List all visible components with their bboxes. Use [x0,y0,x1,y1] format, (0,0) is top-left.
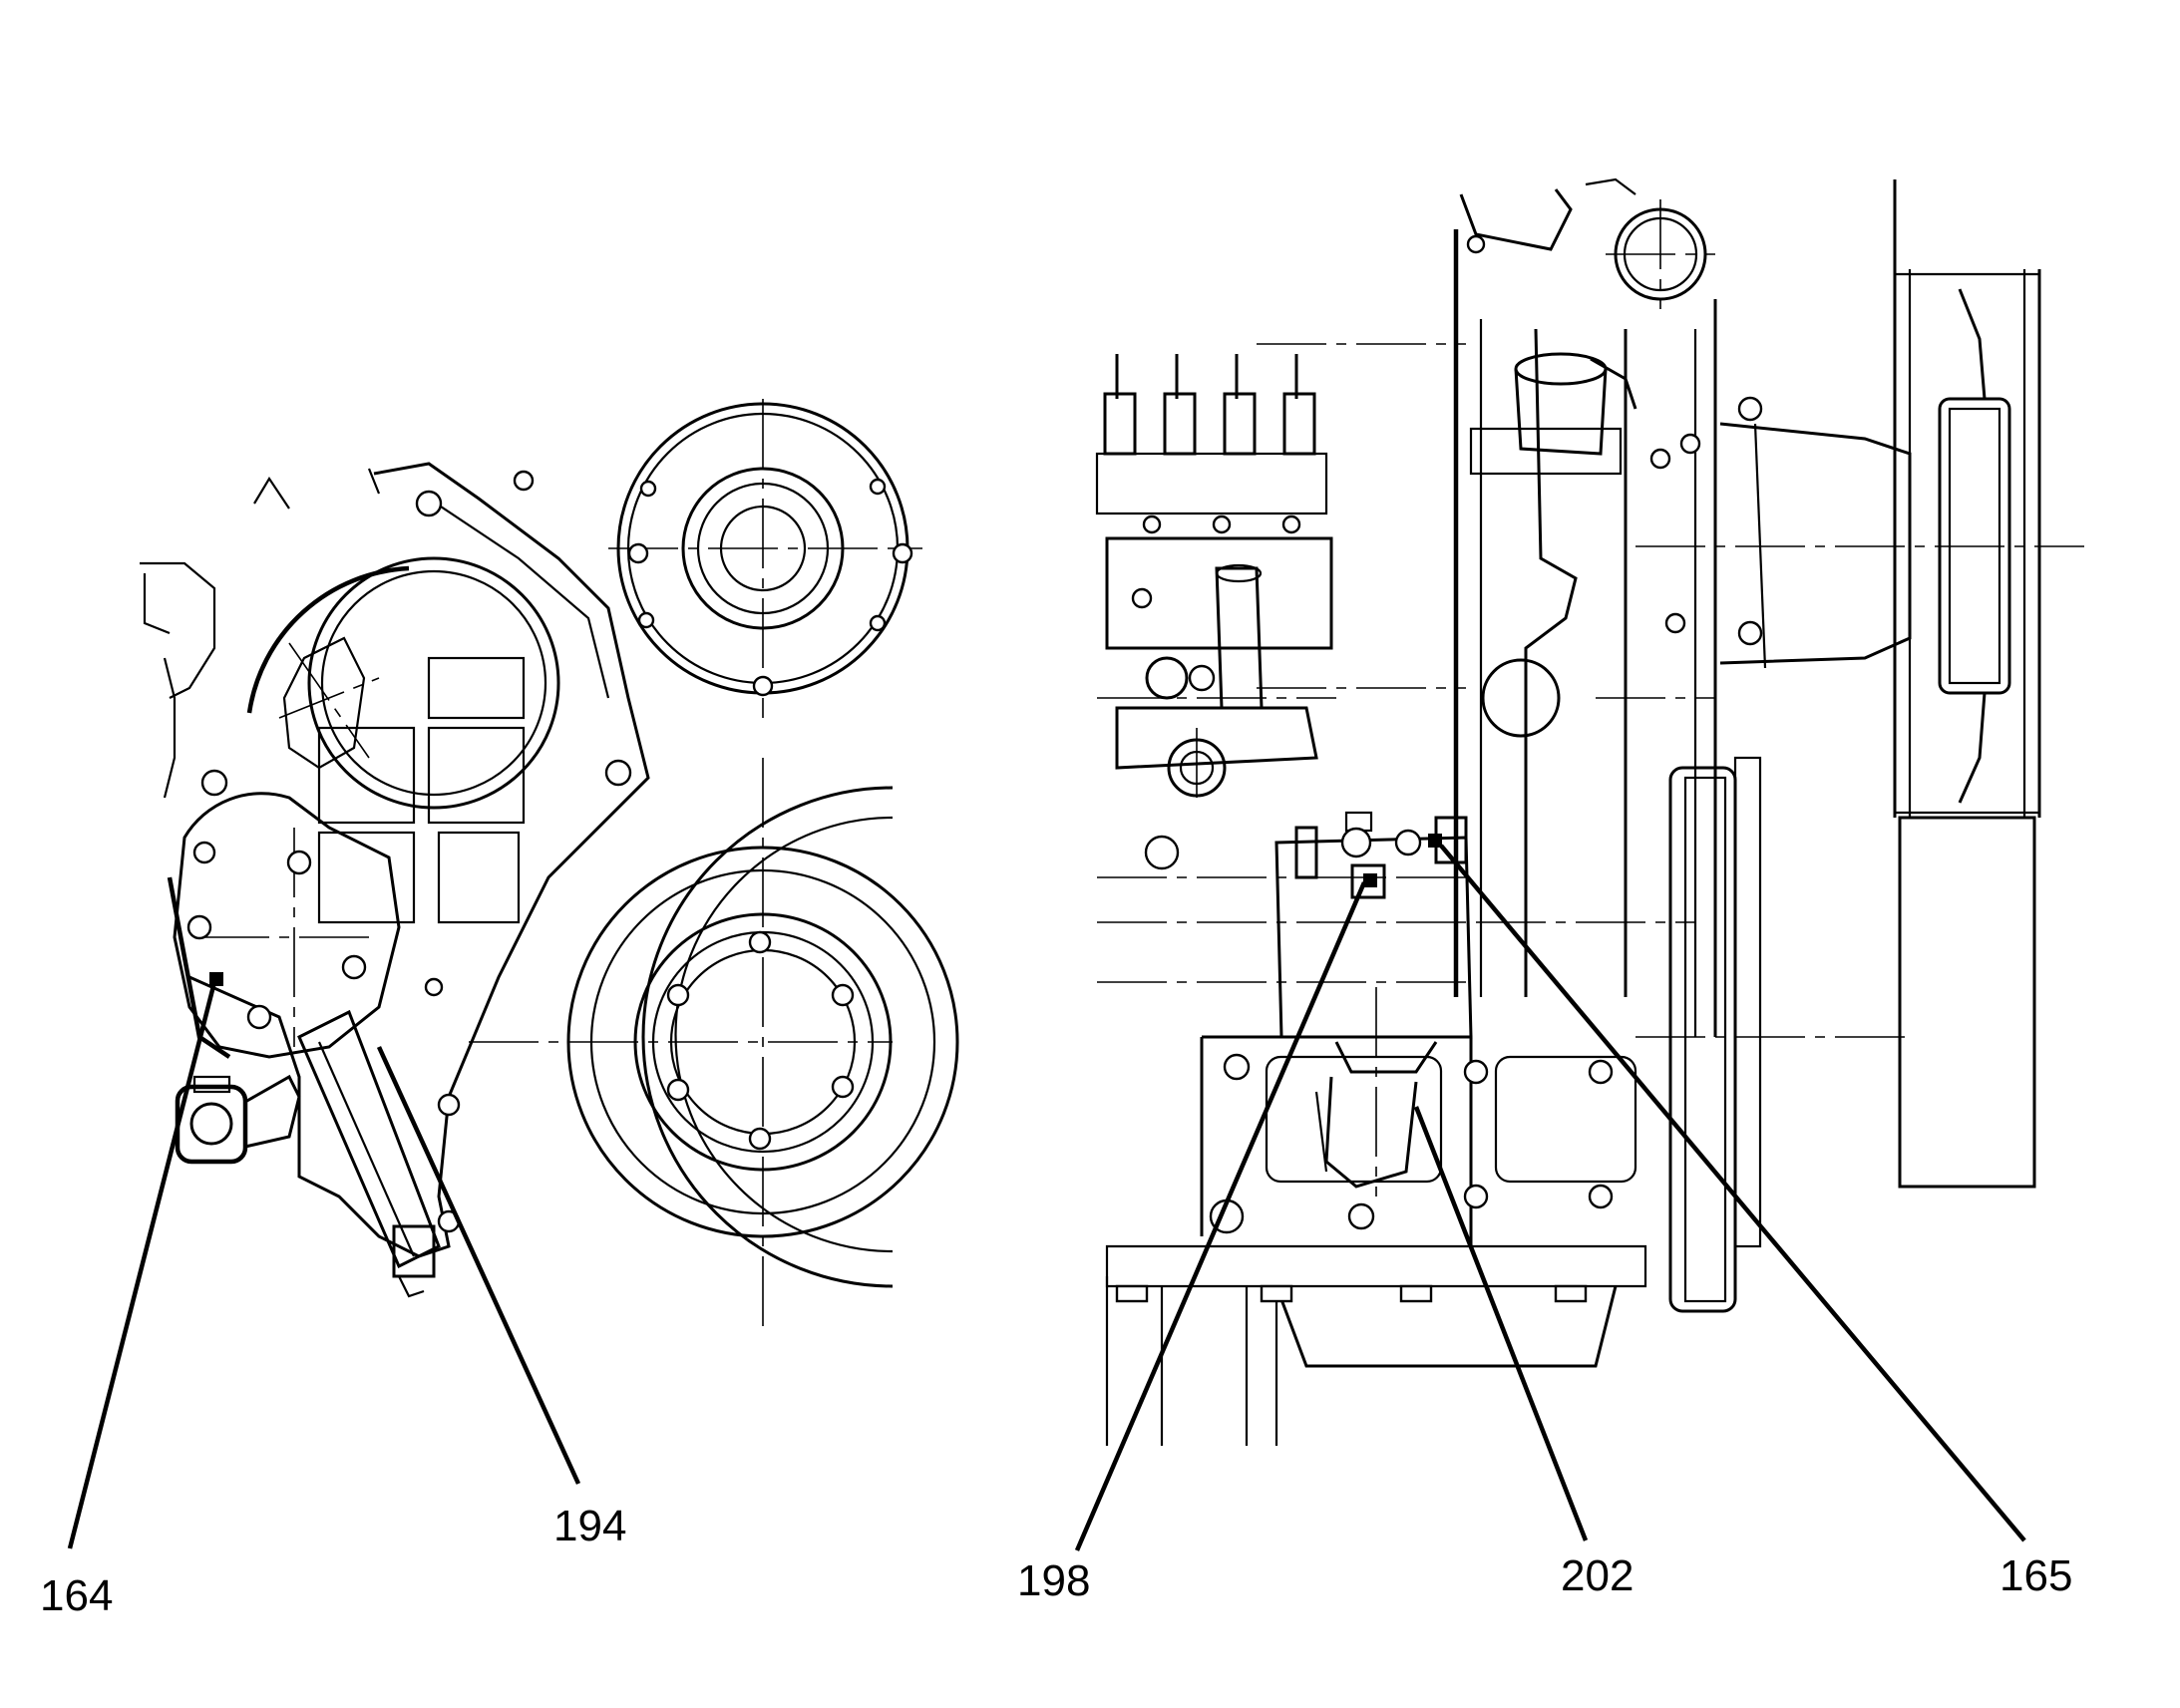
callout-165: 165 [1999,1551,2072,1600]
sensor-194 [297,1009,441,1298]
center-lines [1097,343,1915,1038]
callout-194: 194 [553,1502,626,1550]
leader-194 [376,1046,581,1485]
callout-164: 164 [40,1571,113,1620]
fan-assembly [1635,179,2084,1189]
callout-202: 202 [1561,1551,1634,1600]
timing-cover [140,462,650,1258]
leader-198 [1074,881,1367,1551]
leader-165 [1439,844,2026,1542]
crankshaft-pulley [469,758,959,1336]
sender-unit-164 [175,972,301,1165]
fan-pulley-hub [608,399,922,718]
side-view-engine [1095,177,2084,1446]
callout-labels: 164 194 198 202 165 [40,1502,2072,1620]
callout-leaders [67,844,2026,1551]
leader-202 [1413,1106,1589,1541]
injection-pump [1095,354,1336,870]
engine-block [1453,177,1763,1037]
water-pump-housing [167,769,401,1059]
lower-crankcase [1105,756,1762,1446]
callout-198: 198 [1017,1556,1090,1605]
front-view-engine [140,399,959,1336]
leader-164 [67,981,217,1549]
